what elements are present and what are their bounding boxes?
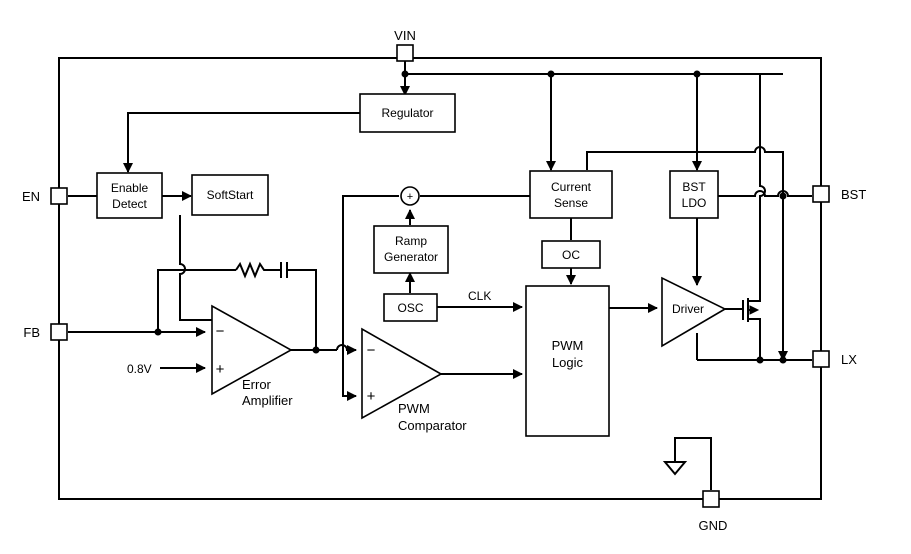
summing-node: + bbox=[400, 186, 420, 206]
pin-lx: LX bbox=[812, 350, 857, 368]
bst-ldo-block: BST LDO bbox=[669, 170, 719, 219]
svg-text:OC: OC bbox=[562, 248, 580, 262]
svg-text:Current: Current bbox=[551, 180, 592, 194]
svg-text:OSC: OSC bbox=[397, 301, 423, 315]
svg-text:Sense: Sense bbox=[554, 196, 588, 210]
pwm-comparator: − + PWM Comparator bbox=[361, 327, 467, 433]
svg-text:EN: EN bbox=[22, 189, 40, 204]
pin-gnd: GND bbox=[699, 490, 728, 533]
svg-text:SoftStart: SoftStart bbox=[207, 188, 254, 202]
svg-text:BST: BST bbox=[841, 187, 866, 202]
svg-text:Amplifier: Amplifier bbox=[242, 393, 293, 408]
svg-text:FB: FB bbox=[23, 325, 40, 340]
svg-text:LX: LX bbox=[841, 352, 857, 367]
svg-text:Detect: Detect bbox=[112, 197, 147, 211]
svg-text:Logic: Logic bbox=[552, 355, 584, 370]
svg-text:−: − bbox=[216, 323, 225, 340]
junction-dots bbox=[154, 70, 787, 364]
svg-text:BST: BST bbox=[682, 180, 706, 194]
svg-text:PWM: PWM bbox=[552, 338, 584, 353]
pin-fb: FB bbox=[23, 323, 68, 341]
svg-text:Ramp: Ramp bbox=[395, 234, 427, 248]
svg-text:+: + bbox=[216, 361, 225, 378]
svg-text:PWM: PWM bbox=[398, 401, 430, 416]
svg-text:GND: GND bbox=[699, 518, 728, 533]
current-sense-block: Current Sense bbox=[529, 170, 613, 219]
reference-voltage-label: 0.8V bbox=[127, 362, 152, 376]
osc-block: OSC bbox=[383, 293, 438, 322]
svg-text:Error: Error bbox=[242, 377, 272, 392]
chip-outline bbox=[58, 57, 822, 500]
svg-text:+: + bbox=[407, 191, 413, 203]
pin-vin: VIN bbox=[394, 28, 416, 62]
pin-en: EN bbox=[22, 187, 68, 205]
svg-text:Enable: Enable bbox=[111, 181, 149, 195]
regulator-block: Regulator bbox=[359, 93, 456, 133]
pin-bst: BST bbox=[812, 185, 866, 203]
svg-text:Driver: Driver bbox=[672, 302, 704, 316]
ramp-generator-block: Ramp Generator bbox=[373, 225, 449, 274]
svg-text:+: + bbox=[367, 388, 376, 405]
svg-text:Comparator: Comparator bbox=[398, 418, 467, 433]
softstart-block: SoftStart bbox=[191, 174, 269, 216]
svg-text:Generator: Generator bbox=[384, 250, 438, 264]
enable-detect-block: Enable Detect bbox=[96, 172, 163, 219]
svg-text:LDO: LDO bbox=[682, 196, 707, 210]
clk-label: CLK bbox=[468, 289, 491, 303]
svg-text:Regulator: Regulator bbox=[381, 106, 433, 120]
wires bbox=[68, 48, 812, 490]
driver-buffer: Driver bbox=[661, 276, 727, 348]
error-amplifier: − + Error Amplifier bbox=[211, 304, 293, 408]
svg-text:−: − bbox=[367, 342, 376, 359]
pwm-logic-block: PWM Logic bbox=[525, 285, 610, 437]
oc-block: OC bbox=[541, 240, 601, 269]
svg-text:VIN: VIN bbox=[394, 28, 416, 43]
